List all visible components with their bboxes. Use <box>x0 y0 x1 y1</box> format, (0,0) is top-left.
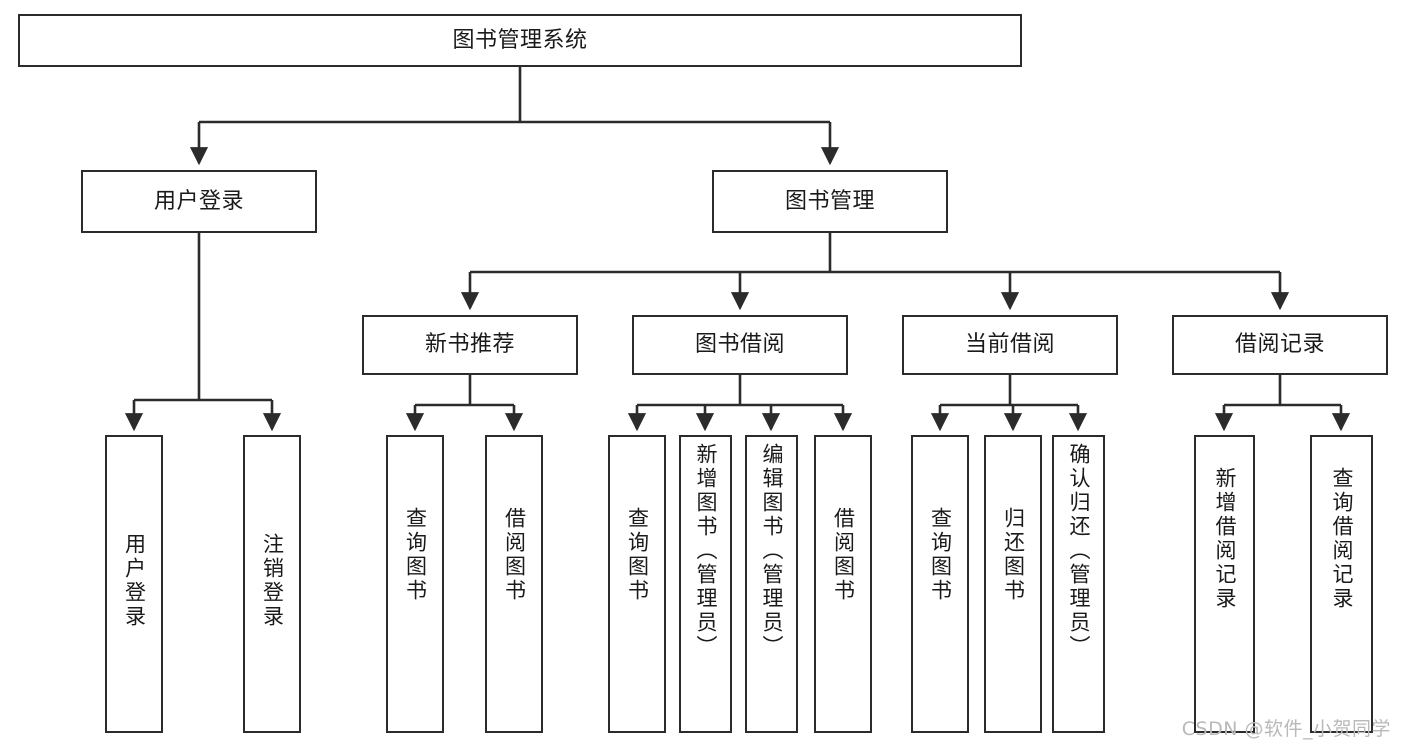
node-leaf-confirm-return-admin[interactable]: 确认归还（管理员） <box>1052 435 1105 733</box>
node-leaf-query-book-borrow[interactable]: 查询图书 <box>608 435 666 733</box>
node-leaf-query-book-current[interactable]: 查询图书 <box>911 435 969 733</box>
node-new-book-recommend[interactable]: 新书推荐 <box>362 315 578 375</box>
node-label: 编辑图书（管理员） <box>760 443 784 659</box>
node-label: 借阅记录 <box>1234 332 1325 358</box>
node-leaf-borrow-book-borrow[interactable]: 借阅图书 <box>814 435 872 733</box>
node-label: 新增借阅记录 <box>1213 467 1237 611</box>
node-borrow-record[interactable]: 借阅记录 <box>1172 315 1388 375</box>
node-current-borrow[interactable]: 当前借阅 <box>902 315 1118 375</box>
node-leaf-return-book[interactable]: 归还图书 <box>984 435 1042 733</box>
node-label: 新增图书（管理员） <box>694 443 718 659</box>
node-book-manage[interactable]: 图书管理 <box>712 170 948 233</box>
node-label: 用户登录 <box>153 188 244 214</box>
node-leaf-query-book-rec[interactable]: 查询图书 <box>386 435 444 733</box>
node-label: 查询图书 <box>403 507 428 603</box>
node-book-borrow[interactable]: 图书借阅 <box>632 315 848 375</box>
node-leaf-user-login[interactable]: 用户登录 <box>105 435 163 733</box>
node-leaf-edit-book-admin[interactable]: 编辑图书（管理员） <box>745 435 798 733</box>
node-root-system[interactable]: 图书管理系统 <box>18 14 1022 67</box>
node-leaf-logout[interactable]: 注销登录 <box>243 435 301 733</box>
node-label: 借阅图书 <box>502 507 527 603</box>
node-leaf-add-book-admin[interactable]: 新增图书（管理员） <box>679 435 732 733</box>
node-label: 当前借阅 <box>964 332 1055 358</box>
node-label: 用户登录 <box>122 533 147 629</box>
node-label: 查询借阅记录 <box>1330 467 1354 611</box>
node-label: 查询图书 <box>625 507 650 603</box>
node-label: 新书推荐 <box>424 332 515 358</box>
node-label: 图书管理系统 <box>452 27 588 53</box>
node-user-login[interactable]: 用户登录 <box>81 170 317 233</box>
node-leaf-borrow-book-rec[interactable]: 借阅图书 <box>485 435 543 733</box>
node-label: 确认归还（管理员） <box>1067 443 1091 659</box>
node-label: 图书借阅 <box>694 332 785 358</box>
node-label: 借阅图书 <box>831 507 856 603</box>
node-label: 注销登录 <box>260 533 285 629</box>
node-label: 归还图书 <box>1001 507 1026 603</box>
csdn-watermark: CSDN @软件_小贺同学 <box>1181 718 1391 740</box>
node-leaf-query-borrow-record[interactable]: 查询借阅记录 <box>1310 435 1373 733</box>
node-label: 查询图书 <box>928 507 953 603</box>
node-label: 图书管理 <box>784 188 875 214</box>
node-leaf-add-borrow-record[interactable]: 新增借阅记录 <box>1194 435 1255 733</box>
